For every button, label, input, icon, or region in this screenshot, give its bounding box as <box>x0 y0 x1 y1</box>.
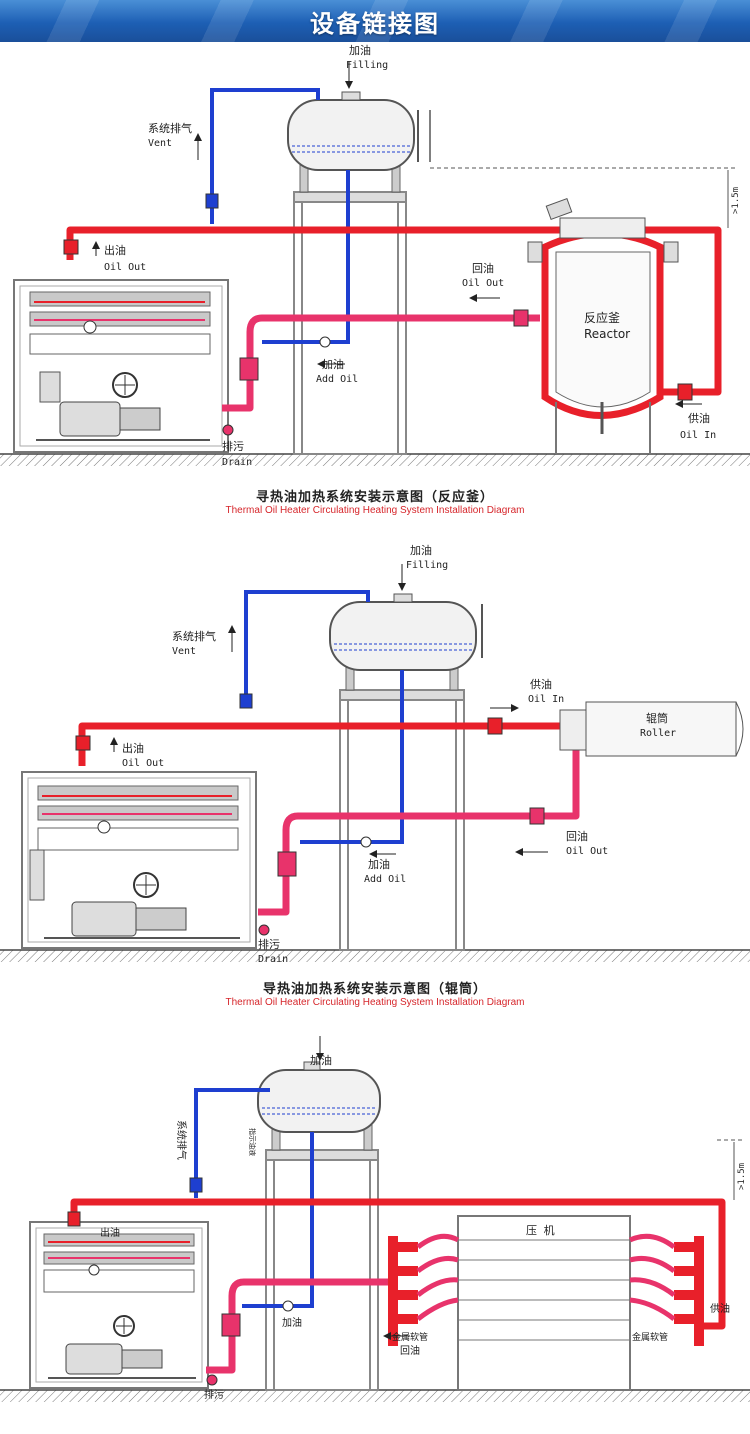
vent-cn: 系统排气 <box>172 629 216 643</box>
heater-unit <box>21 771 257 949</box>
supply-cn: 供油 <box>688 411 710 425</box>
return-pipe <box>222 314 540 412</box>
manifold-right <box>628 1233 704 1346</box>
ground-hatch <box>0 950 750 962</box>
return-en: Oil Out <box>566 846 608 857</box>
height-label: >1.5m <box>731 187 741 214</box>
diagram1-caption: 寻热油加热系统安装示意图（反应釜） Thermal Oil Heater Cir… <box>0 486 750 516</box>
return-cn: 回油 <box>472 261 494 275</box>
diagram-roller: 加油 Filling 系统排气 Vent 出油 Oil Out 供油 Oil I… <box>0 543 750 965</box>
level-cn: 指示油液 <box>248 1128 257 1156</box>
supply-pipe <box>78 722 566 766</box>
filling-cn: 加油 <box>410 543 432 557</box>
return-pipe <box>206 1278 394 1374</box>
diagram2-caption: 导热油加热系统安装示意图（辊筒） Thermal Oil Heater Circ… <box>0 978 750 1008</box>
supply-cn: 供油 <box>530 677 552 691</box>
hose-right-label: 金属软管 <box>632 1331 668 1343</box>
header-banner: 设备链接图 <box>0 0 750 42</box>
expansion-tank <box>329 593 483 691</box>
add-oil-cn: 加油 <box>282 1316 302 1329</box>
filling-cn: 加油 <box>310 1053 332 1067</box>
add-oil-cn: 加油 <box>322 357 344 371</box>
add-oil-cn: 加油 <box>368 857 390 871</box>
filling-en: Filling <box>346 60 388 71</box>
ground-hatch <box>0 1390 750 1402</box>
oil-out-en: Oil Out <box>104 262 146 273</box>
manifold-left <box>388 1233 460 1346</box>
caption2-cn: 导热油加热系统安装示意图（辊筒） <box>262 982 487 997</box>
vent-pipe <box>194 1088 270 1198</box>
roller-en: Roller <box>640 728 676 739</box>
vent-en: Vent <box>172 646 196 657</box>
oil-out-en: Oil Out <box>122 758 164 769</box>
supply-en: Oil In <box>528 694 564 705</box>
oil-out-cn: 出油 <box>100 1226 120 1239</box>
vent-cn: 系统排气 <box>148 121 192 135</box>
drain-en: Drain <box>222 457 252 468</box>
heater-unit <box>29 1221 209 1389</box>
height-label: >1.5m <box>737 1163 747 1190</box>
supply-pipe <box>70 1198 726 1330</box>
reactor-en: Reactor <box>584 327 630 341</box>
diagram-reactor: >1.5m 加油 Filling 系统排气 Vent 出油 Oil Out 回油… <box>0 43 750 468</box>
caption2-en: Thermal Oil Heater Circulating Heating S… <box>225 997 525 1008</box>
valves <box>75 693 545 936</box>
drain-cn: 排污 <box>204 1388 224 1401</box>
valves <box>67 1177 294 1386</box>
expansion-tank <box>287 91 431 193</box>
caption1-cn: 寻热油加热系统安装示意图（反应釜） <box>255 490 494 505</box>
press-machine <box>457 1215 631 1391</box>
valves <box>63 193 693 436</box>
return-cn: 回油 <box>400 1344 420 1357</box>
diagram-press: >1.5m 加油 系统排气 指示油液 出油 加油 排污 回油 供油 压 机 金属… <box>0 1036 750 1402</box>
expansion-tank <box>257 1061 381 1151</box>
drain-en: Drain <box>258 954 288 965</box>
drain-cn: 排污 <box>222 439 244 453</box>
oil-out-cn: 出油 <box>104 243 126 257</box>
oil-out-cn: 出油 <box>122 741 144 755</box>
add-oil-en: Add Oil <box>364 874 406 885</box>
vent-pipe <box>244 590 370 706</box>
page-title: 设备链接图 <box>310 10 440 38</box>
ground-hatch <box>0 454 750 466</box>
supply-en: Oil In <box>680 430 716 441</box>
roller <box>559 701 744 757</box>
return-en: Oil Out <box>462 278 504 289</box>
filling-cn: 加油 <box>349 43 371 57</box>
add-oil-en: Add Oil <box>316 374 358 385</box>
add-oil-pipe <box>242 1132 314 1308</box>
reactor-vessel <box>527 198 679 454</box>
heater-unit <box>13 279 229 453</box>
roller-cn: 辊筒 <box>646 711 668 725</box>
hose-left-label: 金属软管 <box>392 1331 428 1343</box>
reactor-cn: 反应釜 <box>584 310 620 325</box>
caption1-en: Thermal Oil Heater Circulating Heating S… <box>225 505 525 516</box>
drain-cn: 排污 <box>258 937 280 951</box>
return-cn: 回油 <box>566 829 588 843</box>
return-pipe <box>258 736 580 916</box>
filling-en: Filling <box>406 560 448 571</box>
vent-en: Vent <box>148 138 172 149</box>
vent-cn: 系统排气 <box>175 1120 188 1160</box>
supply-cn: 供油 <box>710 1302 730 1315</box>
banner-shine <box>0 0 750 42</box>
tank-stand <box>265 1149 379 1391</box>
vent-pipe <box>210 88 320 224</box>
press-cn: 压 机 <box>526 1223 555 1237</box>
